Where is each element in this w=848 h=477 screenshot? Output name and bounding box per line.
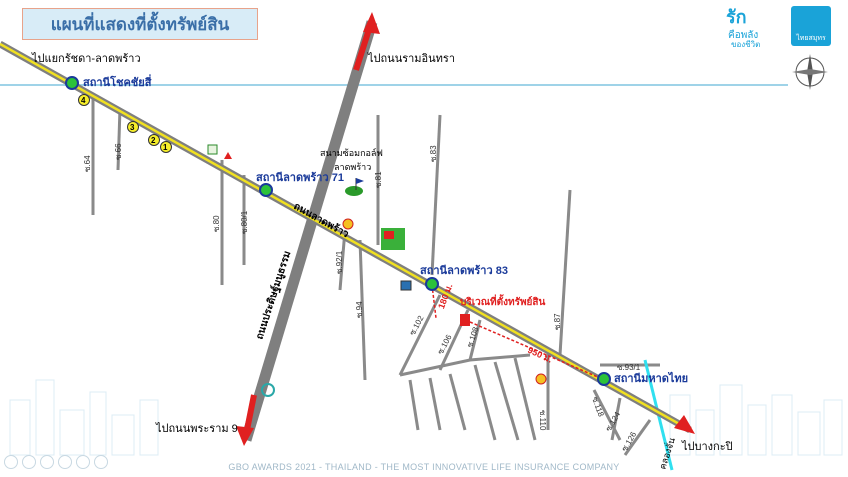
soi-102-road (398, 294, 442, 376)
label-soi-87: ซ.87 (553, 313, 562, 330)
local-street-7 (513, 357, 537, 441)
toolbar-grid-icon[interactable] (76, 455, 90, 469)
soi-94-road (358, 239, 367, 381)
local-street-1 (399, 353, 531, 377)
label-golf-range: สนามซ้อมกอล์ฟ (320, 147, 383, 158)
local-street-6 (493, 361, 520, 441)
brand-slogan-line2: คือพลัง (728, 30, 759, 41)
label-soi-94: ซ.94 (355, 301, 364, 318)
marker-1-label: 1 (163, 143, 168, 152)
shell-icon-2 (535, 373, 547, 385)
label-soi-64: ซ.64 (83, 155, 92, 172)
header-divider (0, 84, 788, 86)
label-station-ladphrao83: สถานีลาดพร้าว 83 (420, 264, 508, 277)
brand-logo-text: ไทยสมุทร (796, 35, 826, 42)
label-soi-110: ซ.110 (538, 410, 547, 431)
soi-108-road (468, 319, 482, 361)
distance-950-line (469, 321, 601, 379)
soi-126-road (623, 419, 652, 456)
label-soi-118: ซ.118 (590, 396, 606, 419)
label-golf-range-sub: ลาดพร้าว (334, 162, 371, 172)
label-station-ladphrao71: สถานีลาดพร้าว 71 (256, 171, 344, 184)
soi-124-road (610, 397, 622, 441)
gas-icon (400, 280, 412, 291)
yellow-line-rail (0, 42, 691, 432)
marker-4-icon (78, 94, 90, 106)
golf-flag-cloth (356, 178, 364, 184)
marker-1-icon (160, 141, 172, 153)
label-station-chokchai: สถานีโชคชัยสี่ (83, 74, 152, 89)
label-to-bangkapi: ไปบางกะปิ (681, 440, 733, 453)
marker-3-label: 3 (130, 123, 135, 132)
marker-2-label: 2 (151, 136, 156, 145)
arrow-north-shaft (353, 19, 375, 71)
brand-logo-icon (791, 6, 831, 46)
mitsubishi-icon (224, 152, 232, 159)
marker-3-icon (127, 121, 139, 133)
ptt-icon (261, 383, 275, 397)
compass-rose-icon (792, 54, 828, 90)
station-chokchai-icon[interactable] (65, 76, 79, 90)
golf-green-icon (345, 186, 363, 196)
toolbar-prev-icon[interactable] (4, 455, 18, 469)
soi-87-road (558, 189, 572, 356)
label-property: บริเวณที่ตั้งทรัพย์สิน (460, 294, 546, 308)
label-soi-83: ซ.83 (429, 145, 438, 162)
label-soi-108: ซ.108 (465, 325, 480, 348)
arrow-south-icon (236, 426, 254, 446)
arrow-east-icon (674, 415, 695, 434)
brand-slogan-line3: ของชีวิต (731, 40, 761, 49)
soi-network (91, 93, 660, 456)
label-soi-80: ซ.80 (212, 215, 221, 232)
soi-118-road (592, 389, 622, 441)
bigc-icon-red (384, 231, 394, 239)
local-street-4 (448, 373, 467, 431)
brand-slogan-main: รัก (726, 7, 747, 27)
skyline-background (9, 379, 843, 456)
local-street-5 (473, 364, 497, 441)
footer-text: GBO AWARDS 2021 - THAILAND - THE MOST IN… (228, 462, 620, 472)
label-soi-92-1: ซ.92/1 (335, 250, 344, 274)
property-marker-icon[interactable] (460, 314, 470, 326)
station-ladphrao83-icon[interactable] (425, 277, 439, 291)
seven-eleven-icon (207, 144, 218, 155)
label-station-mahatthai: สถานีมหาดไทย (614, 371, 688, 385)
toolbar-search-icon[interactable] (58, 455, 72, 469)
numbered-markers: 4 3 2 1 (78, 94, 172, 153)
toolbar-pen-icon[interactable] (40, 455, 54, 469)
marker-2-icon (148, 134, 160, 146)
toolbar-more-icon[interactable] (94, 455, 108, 469)
label-to-ratchada: ไปแยกรัชดา-ลาดพร้าว (31, 52, 141, 65)
toolbar-next-icon[interactable] (22, 455, 36, 469)
shell-icon (342, 218, 354, 230)
label-soi-93-1: ซ.93/1 (617, 363, 641, 372)
pradit-manutham-road (240, 20, 378, 442)
label-to-rama9: ไปถนนพระราม 9 (155, 422, 238, 435)
local-street-3 (428, 377, 442, 431)
label-soi-81: ซ.81 (374, 171, 383, 188)
station-mahatthai-icon[interactable] (597, 372, 611, 386)
label-to-ramintra: ไปถนนรามอินทรา (367, 52, 455, 65)
map-title-box: แผนที่แสดงที่ตั้งทรัพย์สิน (22, 8, 258, 40)
soi-83-road (430, 114, 442, 276)
local-street-2 (408, 379, 420, 431)
label-soi-66: ซ.66 (114, 143, 123, 160)
viewer-toolbar (4, 455, 108, 473)
soi-66-road (116, 107, 122, 171)
station-ladphrao71-icon[interactable] (259, 183, 273, 197)
label-soi-80-1: ซ.80/1 (240, 210, 249, 234)
map-title: แผนที่แสดงที่ตั้งทรัพย์สิน (50, 14, 230, 35)
marker-4-label: 4 (81, 96, 86, 105)
